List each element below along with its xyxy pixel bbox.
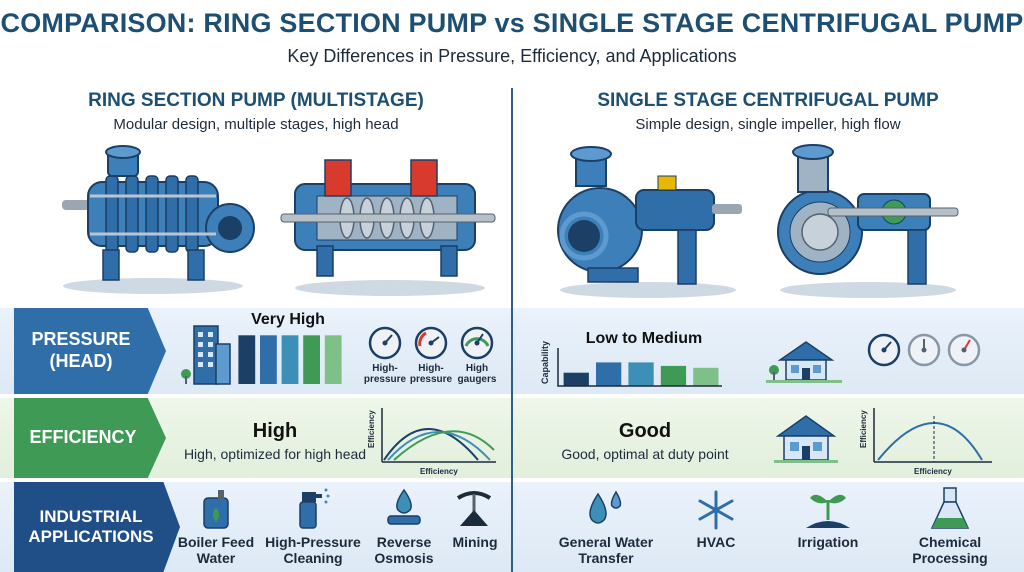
single-stage-pump-cutaway-illustration [777,144,959,298]
chart-bar [693,367,719,386]
chart-bar [303,335,320,384]
flask-icon [930,487,970,529]
water-drops-icon [589,490,622,524]
chart-bar [628,362,654,386]
right-subheading: Simple design, single impeller, high flo… [635,116,901,133]
pressure-gauge-icon [947,333,981,367]
application-label: HVAC [696,534,736,550]
page-title: COMPARISON: RING SECTION PUMP vs SINGLE … [0,8,1024,38]
left-pressure-rating: Very High [251,311,325,328]
pressure-gauge-icon [867,333,901,367]
application-label: Mining [452,534,498,550]
left-efficiency-description: High, optimized for high head [183,446,367,462]
efficiency-row-label: EFFICIENCY [14,398,166,478]
chart-bar [660,365,687,386]
skyscraper-icon [181,325,231,385]
gauge-caption: High-pressure [409,363,453,385]
chart-axis [557,348,722,387]
efficiency-x-axis-label: Efficiency [914,467,952,476]
chart-bar [596,362,622,386]
left-heading: RING SECTION PUMP (MULTISTAGE) [88,90,424,111]
house-icon [766,341,842,383]
application-label: Irrigation [797,534,859,550]
pressure-gauge-icon [460,326,494,360]
sprout-icon [806,494,850,528]
water-drop-filter-icon [387,488,421,525]
chart-bar [324,335,342,384]
efficiency-x-axis-label: Efficiency [420,467,458,476]
pickaxe-hammer-icon [456,491,492,526]
chart-bar [260,335,277,384]
column-divider [511,88,513,572]
efficiency-y-axis-label: Efficiency [367,410,376,448]
left-subheading: Modular design, multiple stages, high he… [113,116,399,133]
pressure-gauge-icon [368,326,402,360]
gauge-caption: High-pressure [363,363,407,385]
right-efficiency-rating: Good [618,420,672,442]
right-efficiency-curve-chart: Efficiency Efficiency [859,408,992,476]
right-pressure-axis-label: Capability [540,340,550,384]
boiler-icon [203,490,229,529]
chart-bar [563,372,589,386]
right-pressure-rating: Low to Medium [585,330,703,347]
house-icon [774,415,838,463]
chart-bar [238,335,256,384]
pressure-gauge-icon [414,326,448,360]
right-gauges-group [867,333,981,367]
right-heading: SINGLE STAGE CENTRIFUGAL PUMP [597,90,939,111]
left-pressure-chart [238,335,342,384]
spray-bottle-icon [299,488,330,529]
single-stage-pump-illustration [557,146,742,298]
efficiency-y-axis-label: Efficiency [859,410,868,448]
snowflake-icon [698,490,734,530]
multistage-pump-illustration [62,145,255,294]
pressure-row-label: PRESSURE(HEAD) [14,308,166,394]
chart-bar [281,335,299,384]
left-efficiency-rating: High [252,420,298,442]
right-pressure-chart [557,348,722,387]
page-subtitle: Key Differences in Pressure, Efficiency,… [287,46,737,66]
left-efficiency-curve-chart: Efficiency Efficiency [367,408,496,476]
multistage-pump-cutaway-illustration [280,159,496,296]
right-efficiency-description: Good, optimal at duty point [561,446,729,462]
pressure-gauge-icon [907,333,941,367]
